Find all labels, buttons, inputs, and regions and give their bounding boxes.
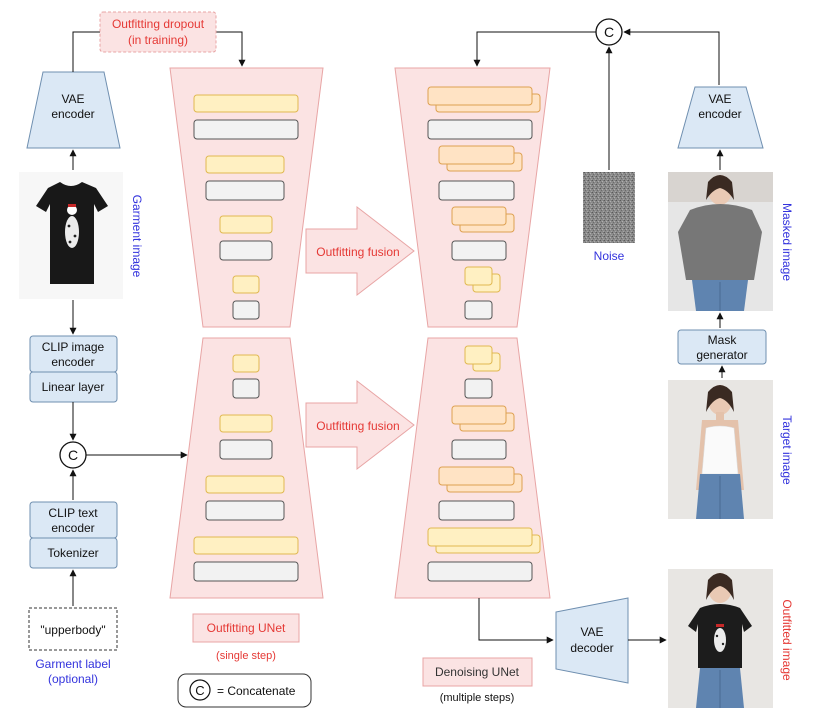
mask-generator: Mask generator bbox=[677, 329, 767, 365]
fused-feature-front bbox=[464, 266, 493, 286]
masked-image bbox=[668, 172, 773, 311]
layer-block bbox=[193, 119, 299, 140]
fused-feature-front bbox=[438, 145, 515, 165]
clip-text-encoder: CLIP text encoder bbox=[29, 501, 118, 539]
tokenizer-label: Tokenizer bbox=[47, 546, 98, 560]
outfitting-encoder-blocks bbox=[193, 94, 299, 320]
left-concat-symbol: C bbox=[68, 447, 78, 463]
top-concat-node: C bbox=[595, 18, 623, 46]
fused-feature-front bbox=[451, 206, 507, 226]
target-image bbox=[668, 380, 773, 519]
outfitting-unet-decoder bbox=[169, 337, 324, 599]
outfitting-fusion-arrow-bottom: Outfitting fusion bbox=[305, 379, 415, 471]
feature-block bbox=[193, 94, 299, 113]
noise-image bbox=[583, 172, 635, 243]
masked-image-label: Masked image bbox=[780, 203, 794, 281]
legend-symbol: C bbox=[195, 683, 204, 698]
legend-text: = Concatenate bbox=[217, 684, 296, 698]
garment-label-caption-line1: Garment label bbox=[35, 657, 110, 671]
noise-label: Noise bbox=[594, 249, 625, 263]
dropout-connector bbox=[72, 31, 100, 72]
fused-feature-front bbox=[464, 345, 493, 365]
target-image-label: Target image bbox=[780, 415, 794, 485]
outfitting-dropout-line2: (in training) bbox=[128, 33, 188, 47]
linear-layer: Linear layer bbox=[29, 371, 118, 403]
garment-image-label: Garment image bbox=[130, 195, 144, 278]
layer-block bbox=[464, 378, 493, 399]
denoise-to-decoder-arrow bbox=[478, 598, 554, 644]
clip-text-encoder-line1: CLIP text bbox=[48, 506, 98, 520]
denoising-encoder-blocks bbox=[427, 86, 541, 320]
garment-label-box: "upperbody" bbox=[28, 607, 118, 651]
layer-block bbox=[438, 500, 515, 521]
denoising-unet-note: (multiple steps) bbox=[440, 692, 515, 704]
left-vae-encoder: VAE encoder bbox=[26, 71, 121, 149]
clip-image-encoder-line2: encoder bbox=[51, 355, 94, 369]
left-concat-node: C bbox=[59, 441, 87, 469]
fused-feature-front bbox=[438, 466, 515, 486]
feature-block bbox=[219, 414, 273, 433]
layer-block bbox=[451, 240, 507, 261]
layer-block bbox=[219, 439, 273, 460]
outfitted-image-label: Outfitted image bbox=[780, 599, 794, 681]
top-concat-symbol: C bbox=[604, 24, 614, 40]
tokenizer: Tokenizer bbox=[29, 537, 118, 569]
left-vae-encoder-line1: VAE bbox=[61, 92, 84, 106]
feature-block bbox=[219, 215, 273, 234]
layer-block bbox=[205, 500, 285, 521]
feature-block bbox=[193, 536, 299, 555]
linear-layer-label: Linear layer bbox=[42, 380, 105, 394]
layer-block bbox=[451, 439, 507, 460]
outfitting-unet-label: Outfitting UNet bbox=[207, 621, 286, 635]
garment-label-caption-line2: (optional) bbox=[48, 672, 98, 686]
clip-text-encoder-line2: encoder bbox=[51, 521, 94, 535]
layer-block bbox=[232, 378, 260, 399]
denoising-decoder-blocks bbox=[427, 345, 541, 582]
fused-feature-front bbox=[427, 527, 533, 547]
denoising-unet-label: Denoising UNet bbox=[435, 665, 520, 679]
outfitted-image bbox=[668, 569, 773, 708]
layer-block bbox=[232, 300, 260, 320]
legend: C = Concatenate bbox=[177, 673, 312, 708]
layer-block bbox=[205, 180, 285, 201]
outfitting-dropout-line1: Outfitting dropout bbox=[112, 17, 205, 31]
fused-feature-front bbox=[427, 86, 533, 106]
outfitting-fusion-arrow-top: Outfitting fusion bbox=[305, 205, 415, 297]
mask-generator-line1: Mask bbox=[708, 333, 738, 347]
garment-image bbox=[19, 172, 123, 299]
outfitting-fusion-label-bottom: Outfitting fusion bbox=[316, 419, 399, 433]
feature-block bbox=[205, 155, 285, 174]
layer-block bbox=[219, 240, 273, 261]
outfitting-fusion-label-top: Outfitting fusion bbox=[316, 245, 399, 259]
concat-to-denoising-arrow bbox=[473, 31, 596, 67]
layer-block bbox=[427, 119, 533, 140]
garment-label-value: "upperbody" bbox=[40, 623, 105, 637]
mask-generator-line2: generator bbox=[696, 348, 747, 362]
outfitting-unet-note: (single step) bbox=[216, 650, 276, 662]
layer-block bbox=[438, 180, 515, 201]
vae-decoder-line2: decoder bbox=[570, 641, 613, 655]
right-vae-encoder-line2: encoder bbox=[698, 107, 741, 121]
layer-block bbox=[464, 300, 493, 320]
clip-image-encoder: CLIP image encoder bbox=[29, 335, 118, 373]
right-vae-encoder-line1: VAE bbox=[708, 92, 731, 106]
outfitting-unet-label-box: Outfitting UNet bbox=[192, 613, 300, 643]
outfitting-decoder-blocks bbox=[193, 354, 299, 582]
left-vae-encoder-line2: encoder bbox=[51, 107, 94, 121]
fused-feature-front bbox=[451, 405, 507, 425]
clip-image-encoder-line1: CLIP image bbox=[42, 340, 105, 354]
outfitting-dropout-box: Outfitting dropout (in training) bbox=[99, 11, 217, 53]
vae-to-concat-arrow bbox=[623, 28, 720, 85]
dropout-arrow bbox=[216, 31, 246, 67]
feature-block bbox=[205, 475, 285, 494]
feature-block bbox=[232, 275, 260, 294]
right-vae-encoder: VAE encoder bbox=[677, 86, 764, 149]
vae-decoder: VAE decoder bbox=[555, 597, 629, 684]
vae-decoder-line1: VAE bbox=[580, 625, 603, 639]
denoising-unet-label-box: Denoising UNet bbox=[422, 657, 533, 687]
feature-block bbox=[232, 354, 260, 373]
layer-block bbox=[427, 561, 533, 582]
layer-block bbox=[193, 561, 299, 582]
